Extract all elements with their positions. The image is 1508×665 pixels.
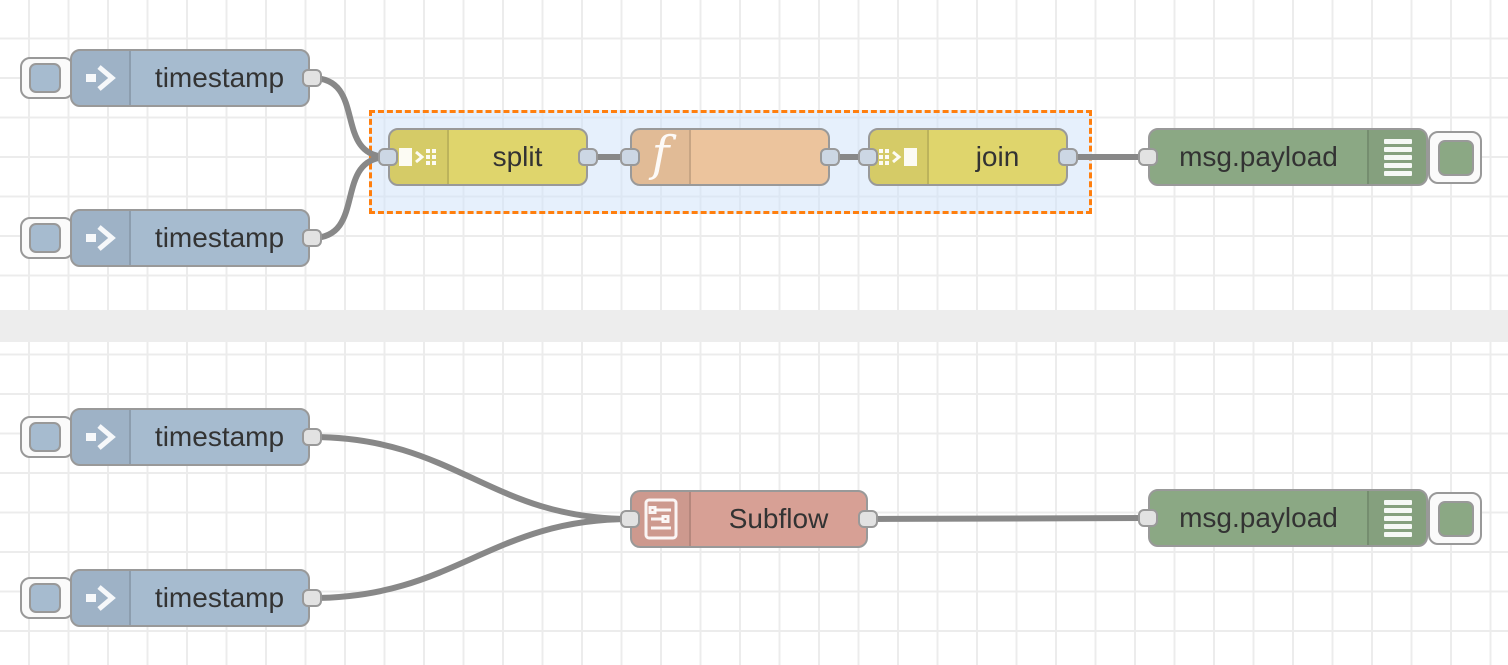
join-icon	[870, 130, 929, 184]
split-icon	[390, 130, 449, 184]
node-label: Subflow	[728, 503, 829, 534]
node-inject-timestamp-4[interactable]: timestamp	[70, 569, 310, 627]
inject-button-cap[interactable]	[29, 63, 61, 93]
node-label: join	[975, 141, 1020, 172]
node-label: timestamp	[154, 421, 285, 452]
input-port[interactable]	[378, 148, 398, 166]
wire[interactable]	[309, 154, 391, 241]
output-port[interactable]	[1058, 148, 1078, 166]
inject-button-cap[interactable]	[29, 422, 61, 452]
output-port[interactable]	[578, 148, 598, 166]
node-inject-timestamp-3[interactable]: timestamp	[70, 408, 310, 466]
node-split[interactable]: split	[388, 128, 588, 186]
wire[interactable]	[865, 515, 1151, 522]
subflow-icon	[632, 492, 691, 546]
node-label: timestamp	[154, 582, 285, 613]
input-port[interactable]	[620, 148, 640, 166]
debug-list-icon	[1367, 130, 1426, 184]
node-function[interactable]: f	[630, 128, 830, 186]
node-label	[691, 130, 828, 184]
input-port[interactable]	[620, 510, 640, 528]
node-inject-timestamp-1[interactable]: timestamp	[70, 49, 310, 107]
inject-arrow-icon	[72, 211, 131, 265]
wire[interactable]	[309, 516, 633, 601]
inject-button-cap[interactable]	[29, 583, 61, 613]
output-port[interactable]	[302, 589, 322, 607]
function-icon: f	[632, 130, 691, 184]
input-port[interactable]	[1138, 148, 1158, 166]
inject-arrow-icon	[72, 410, 131, 464]
node-label: split	[492, 141, 543, 172]
node-join[interactable]: join	[868, 128, 1068, 186]
inject-arrow-icon	[72, 51, 131, 105]
node-debug-2[interactable]: msg.payload	[1148, 489, 1428, 547]
node-label: msg.payload	[1179, 502, 1338, 533]
node-label: msg.payload	[1179, 141, 1338, 172]
wire[interactable]	[309, 75, 391, 160]
node-label: timestamp	[154, 62, 285, 93]
node-debug-1[interactable]: msg.payload	[1148, 128, 1428, 186]
node-label: timestamp	[154, 222, 285, 253]
wire[interactable]	[309, 434, 633, 522]
inject-arrow-icon	[72, 571, 131, 625]
input-port[interactable]	[1138, 509, 1158, 527]
debug-toggle-cap[interactable]	[1438, 501, 1474, 537]
output-port[interactable]	[858, 510, 878, 528]
node-subflow[interactable]: Subflow	[630, 490, 868, 548]
debug-toggle-cap[interactable]	[1438, 140, 1474, 176]
node-inject-timestamp-2[interactable]: timestamp	[70, 209, 310, 267]
inject-button-cap[interactable]	[29, 223, 61, 253]
output-port[interactable]	[820, 148, 840, 166]
canvas-divider	[0, 310, 1508, 342]
input-port[interactable]	[858, 148, 878, 166]
debug-list-icon	[1367, 491, 1426, 545]
output-port[interactable]	[302, 428, 322, 446]
output-port[interactable]	[302, 69, 322, 87]
output-port[interactable]	[302, 229, 322, 247]
